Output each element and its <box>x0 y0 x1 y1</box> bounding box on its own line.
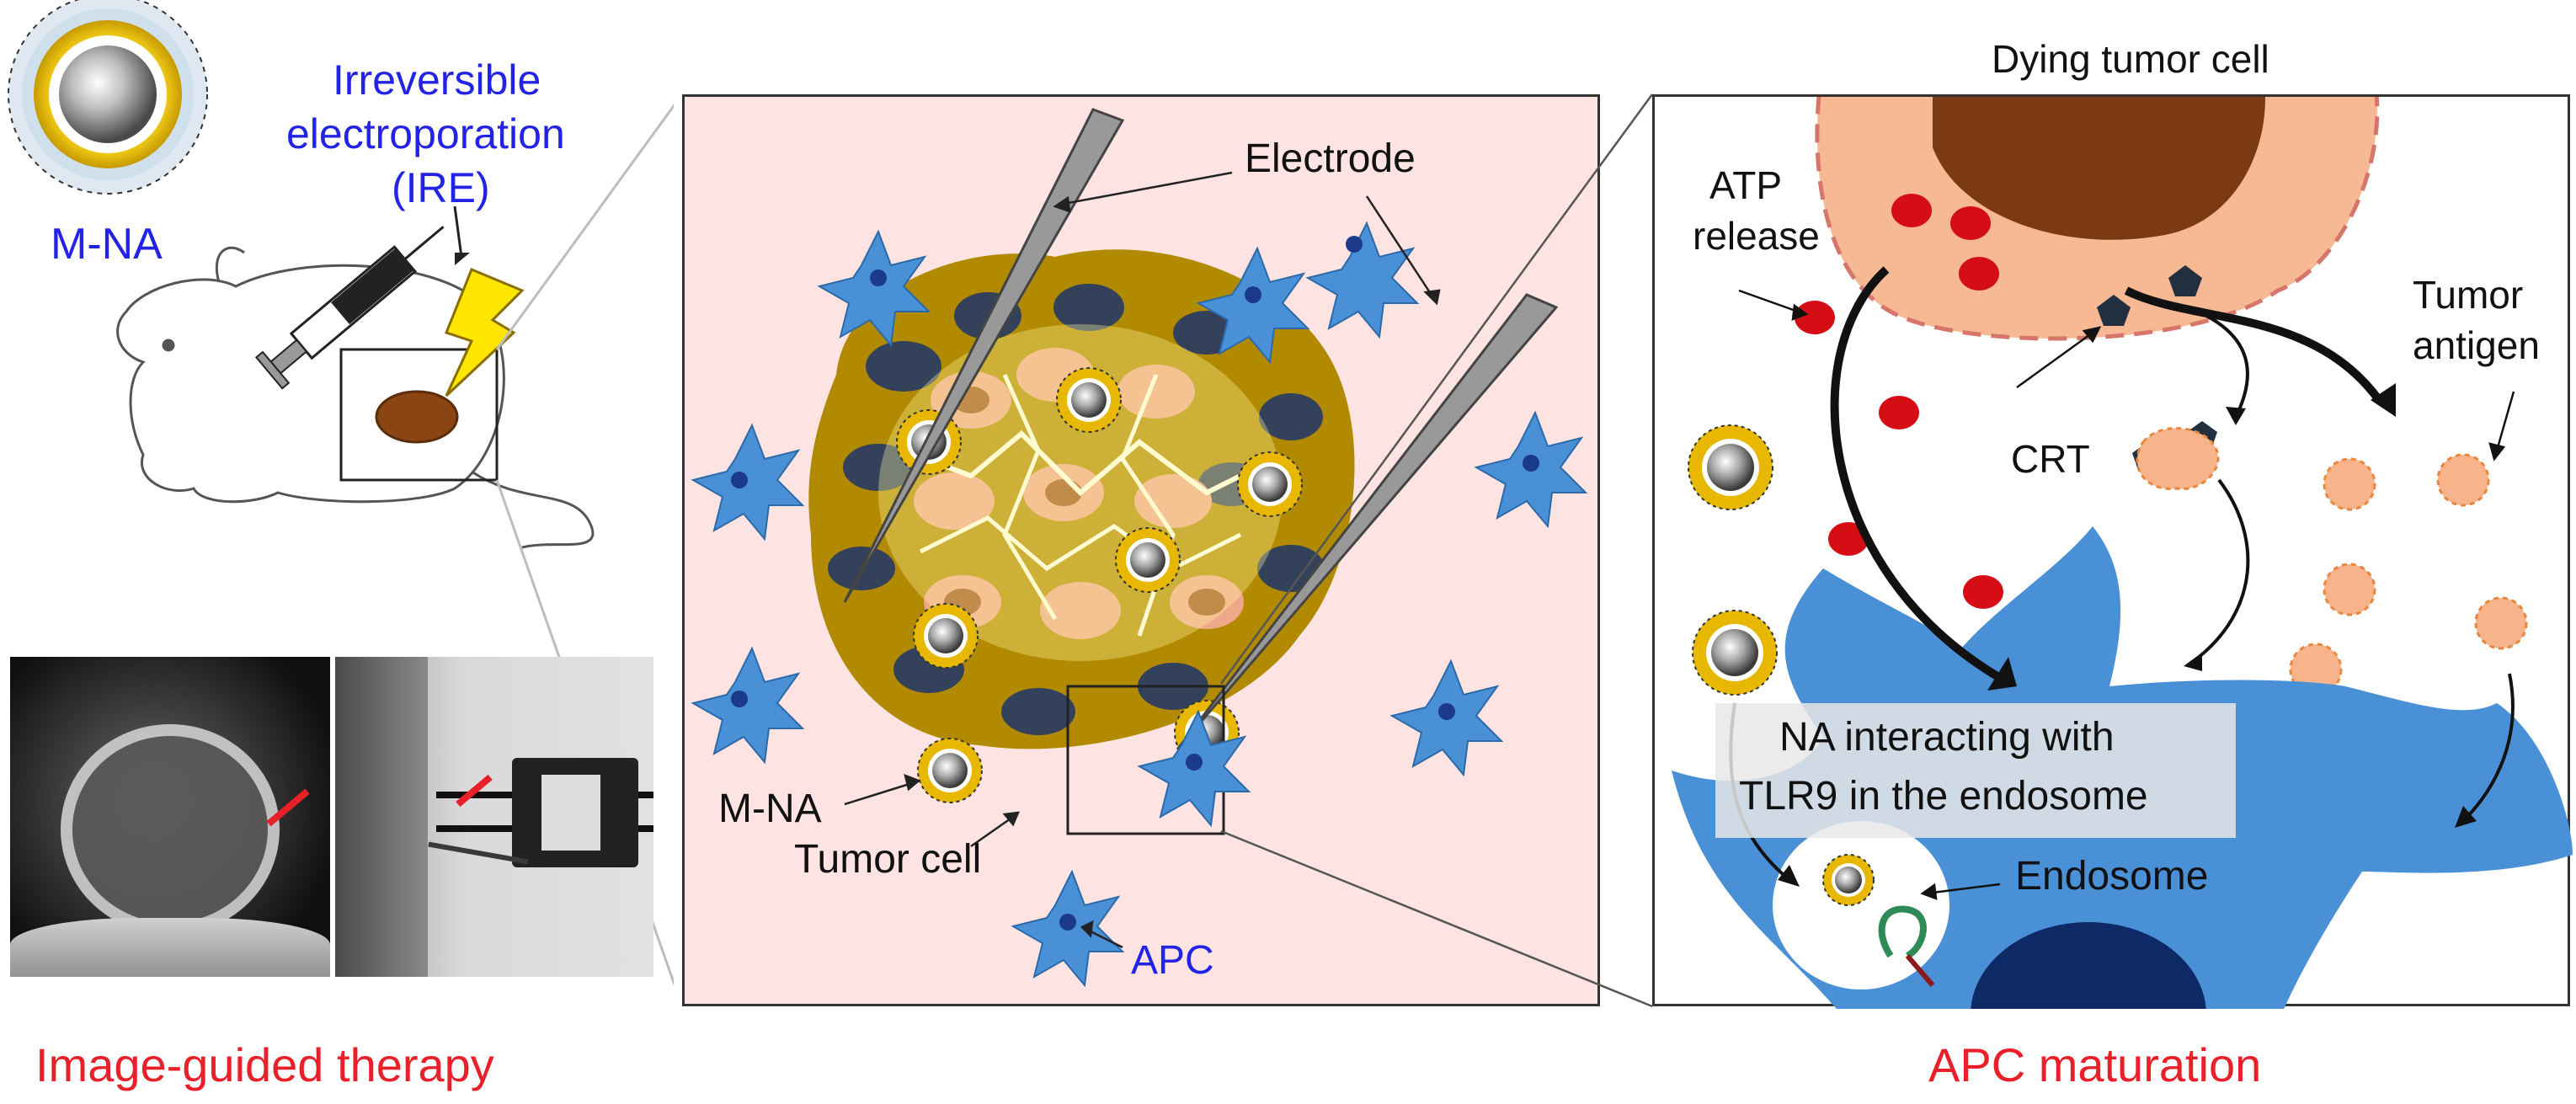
right-caption: APC maturation <box>1928 1038 2262 1091</box>
interaction-textbox <box>1715 703 2236 838</box>
mna-label: M-NA <box>718 787 822 831</box>
interaction-line1: NA interacting with <box>1779 715 2115 760</box>
nanoparticle-label: M-NA <box>51 220 163 269</box>
crt-label: CRT <box>2011 437 2090 481</box>
tumor-icon <box>375 390 459 444</box>
ire-label-line3: (IRE) <box>392 164 490 211</box>
atp-label-line1: ATP <box>1709 163 1783 207</box>
left-panel-graphics <box>8 0 674 987</box>
nanoparticle-icon <box>8 0 208 195</box>
tumor-cell-label: Tumor cell <box>794 837 982 882</box>
dying-tumor-cell <box>1815 97 2380 341</box>
lightning-icon <box>445 268 525 397</box>
tumor-antigen-line1: Tumor <box>2413 273 2524 317</box>
zoom-line-top <box>495 104 674 350</box>
left-caption: Image-guided therapy <box>35 1038 494 1091</box>
endosome <box>1773 821 1949 989</box>
dying-cell-label: Dying tumor cell <box>1992 37 2269 81</box>
nanoparticle-icon <box>1688 424 1875 906</box>
tumor-antigen-line2: antigen <box>2413 323 2540 367</box>
endosome-label: Endosome <box>2015 854 2209 899</box>
atp-dots <box>1795 194 2003 609</box>
right-panel: Dying tumor cell ATP release Tumor antig… <box>1652 38 2573 1009</box>
tlr9-icon <box>1878 905 1927 959</box>
inset-box <box>339 348 499 482</box>
red-arrow-icon <box>456 774 493 808</box>
electrode-left-icon <box>843 108 1125 603</box>
electrode-label: Electrode <box>1245 136 1416 181</box>
middle-panel: Electrode M-NA Tumor cell APC <box>682 94 1600 1006</box>
atp-label-line2: release <box>1693 214 1820 258</box>
pathway-arrows <box>1830 266 2383 682</box>
syringe-icon <box>254 226 445 390</box>
ire-label-line1: Irreversible <box>333 56 541 104</box>
ire-label-line2: electroporation <box>286 110 565 157</box>
ire-arrow <box>453 205 463 258</box>
apc-label: APC <box>1131 938 1214 983</box>
interaction-line2: TLR9 in the endosome <box>1739 774 2148 819</box>
tumor-antigen-icon <box>2136 427 2528 696</box>
left-panel: M-NA Irreversible electroporation (IRE) … <box>0 0 674 1104</box>
mouse-icon <box>116 246 595 549</box>
xray-image <box>335 657 653 977</box>
apc-nucleus <box>1971 922 2206 1009</box>
mri-image <box>10 657 330 977</box>
